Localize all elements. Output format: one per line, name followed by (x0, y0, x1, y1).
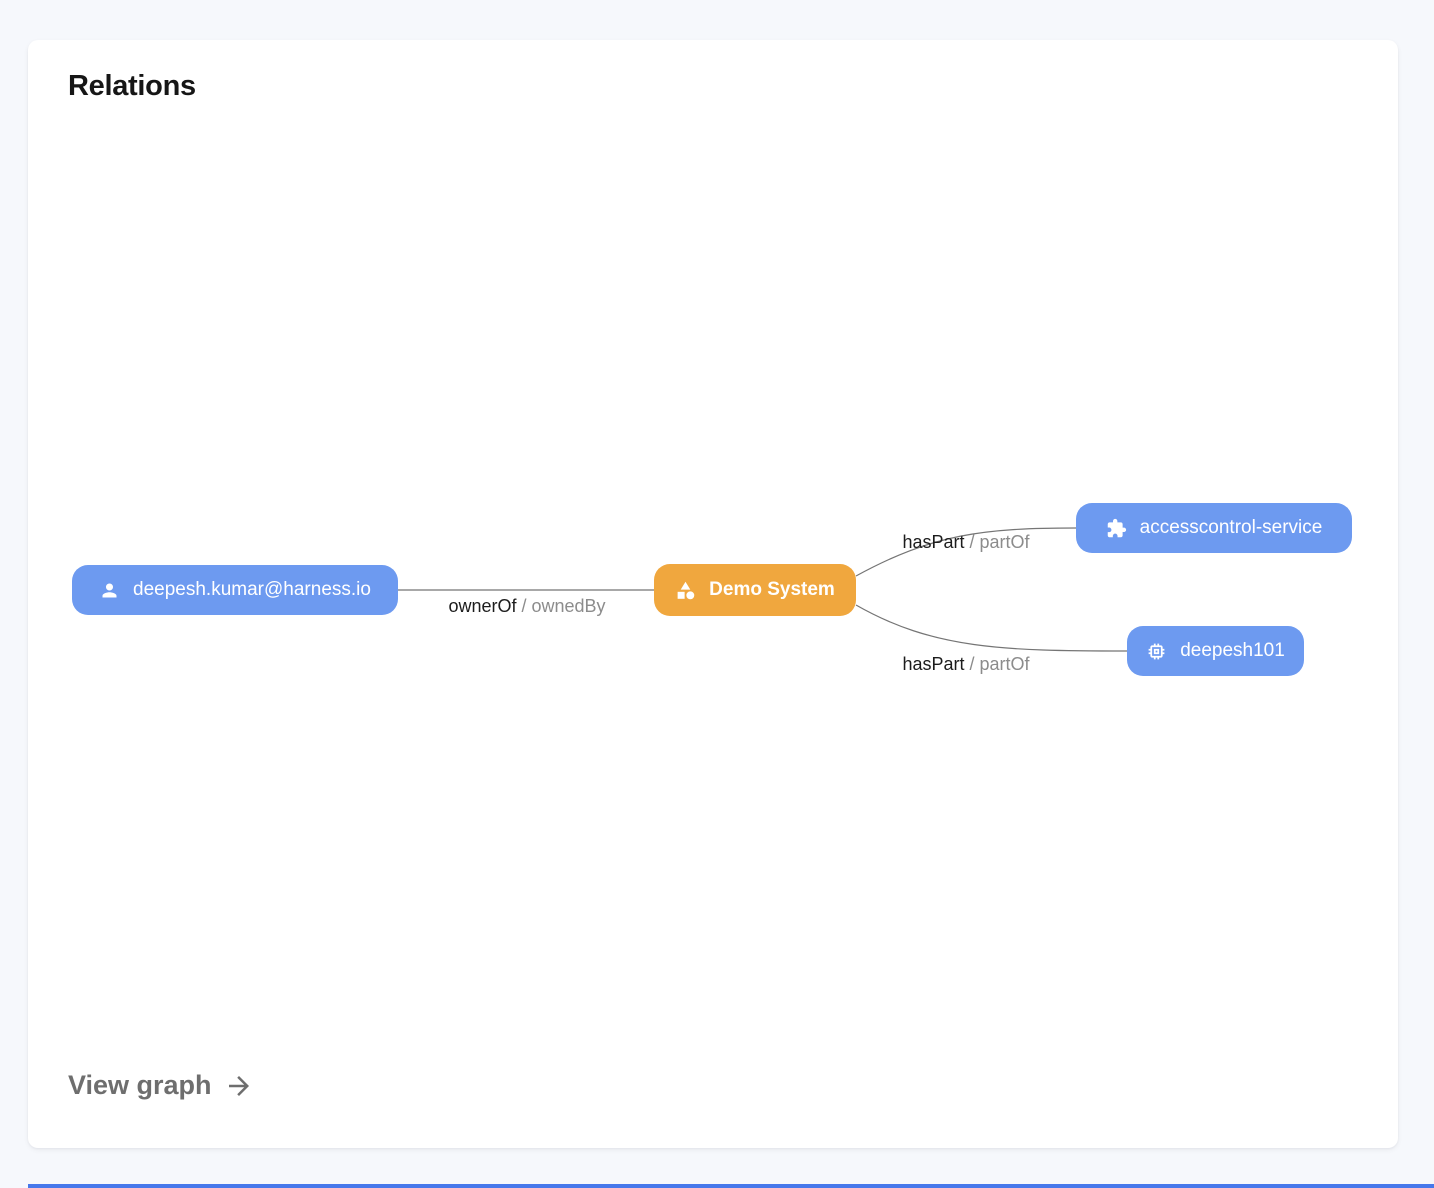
edge-label-primary: hasPart (902, 654, 965, 674)
node-service-label: accesscontrol-service (1139, 517, 1323, 538)
bottom-accent-strip (28, 1184, 1434, 1188)
edge-label-haspart-api: hasPart/partOf (902, 654, 1029, 675)
view-graph-label: View graph (68, 1070, 212, 1100)
edge-label-ownerof: ownerOf/ownedBy (448, 596, 605, 617)
node-api-label: deepesh101 (1180, 640, 1285, 661)
node-user[interactable]: deepesh.kumar@harness.io (72, 565, 398, 615)
edge-label-secondary: partOf (979, 654, 1030, 674)
edge-label-primary: ownerOf (448, 596, 517, 616)
edge-haspart-api (855, 604, 1128, 652)
edge-label-secondary: ownedBy (531, 596, 606, 616)
person-icon (99, 580, 120, 601)
card-title: Relations (68, 70, 196, 102)
edge-label-separator: / (969, 532, 975, 552)
edge-label-primary: hasPart (902, 532, 965, 552)
node-service[interactable]: accesscontrol-service (1076, 503, 1352, 553)
chip-icon (1146, 641, 1167, 662)
relations-graph: deepesh.kumar@harness.io Demo System acc… (28, 40, 1398, 1148)
node-user-label: deepesh.kumar@harness.io (133, 579, 371, 600)
view-graph-link[interactable]: View graph (68, 1070, 254, 1101)
arrow-right-icon (228, 1075, 249, 1096)
relations-card: Relations deepesh.kumar@harness.io Demo … (28, 40, 1398, 1148)
node-system[interactable]: Demo System (654, 564, 856, 616)
edge-label-haspart-service: hasPart/partOf (902, 532, 1029, 553)
edge-label-separator: / (969, 654, 975, 674)
puzzle-icon (1106, 518, 1127, 539)
edge-label-separator: / (521, 596, 527, 616)
node-api[interactable]: deepesh101 (1127, 626, 1304, 676)
node-system-label: Demo System (709, 579, 835, 600)
edge-label-secondary: partOf (979, 532, 1030, 552)
category-icon (675, 580, 696, 601)
